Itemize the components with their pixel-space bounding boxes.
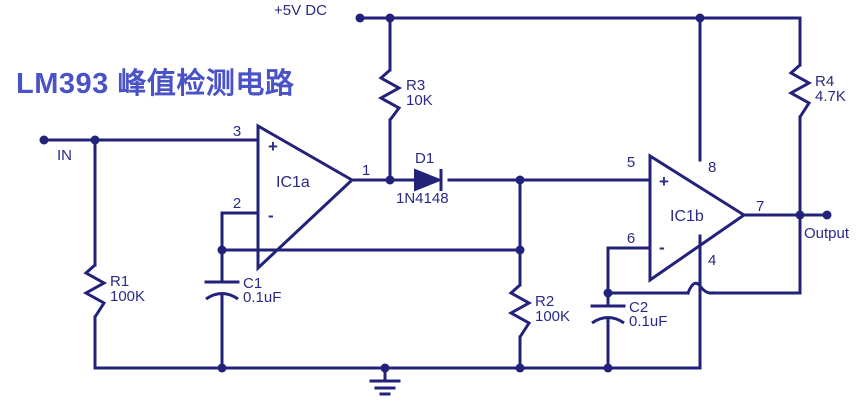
terminal-labels: +5V DC IN Output xyxy=(57,2,850,242)
capacitor-c1-ref: C1 xyxy=(243,275,262,292)
resistor-r2: R2 100K xyxy=(507,283,570,338)
node-rail-r3 xyxy=(385,13,395,23)
capacitor-c2-ref: C2 xyxy=(629,299,648,316)
resistor-r4-ref: R4 xyxy=(815,73,834,90)
ic1a-pin-3-number: 3 xyxy=(233,123,241,140)
ic1b-pin-5-number: 5 xyxy=(627,154,635,171)
output-label: Output xyxy=(804,225,850,242)
ground-symbol xyxy=(369,366,401,396)
capacitor-c2: C2 0.1uF xyxy=(590,299,667,330)
node-rail-pin8 xyxy=(695,13,705,23)
resistor-r2-value: 100K xyxy=(535,308,570,325)
resistor-r3-ref: R3 xyxy=(406,77,425,94)
node-gnd-r2 xyxy=(515,363,525,373)
ic1a-noninverting-sign: + xyxy=(268,137,278,156)
diode-d1-ref: D1 xyxy=(415,150,434,167)
ic1b-inverting-sign: - xyxy=(659,238,665,257)
resistor-r2-ref: R2 xyxy=(535,293,554,310)
node-gnd-c1 xyxy=(217,363,227,373)
page-title: LM393 峰值检测电路 xyxy=(16,68,295,100)
ic1b-pin-8-number: 8 xyxy=(708,159,716,176)
ic1b-pin-4-number: 4 xyxy=(708,252,716,269)
node-feedback-r2 xyxy=(515,245,525,255)
wire-pin6-to-c2node xyxy=(606,246,652,295)
opamp-ic1b: 5 + 6 - 7 8 4 IC1b xyxy=(627,153,764,283)
node-opamp1-output xyxy=(385,175,395,185)
capacitor-c2-value: 0.1uF xyxy=(629,313,667,330)
input-label: IN xyxy=(57,147,72,164)
node-c2-top xyxy=(603,288,613,298)
node-output-junction xyxy=(795,210,805,220)
node-peak-hold xyxy=(515,175,525,185)
node-in-junction xyxy=(90,135,100,145)
ic1a-pin-2-number: 2 xyxy=(233,195,241,212)
wire-network xyxy=(42,16,829,370)
ic1b-reference: IC1b xyxy=(670,208,704,225)
ic1b-pin-7-number: 7 xyxy=(756,198,764,215)
resistor-r1-value: 100K xyxy=(110,288,145,305)
diode-d1-value: 1N4148 xyxy=(396,190,449,207)
ic1a-pin-1-number: 1 xyxy=(362,162,370,179)
capacitor-c1-value: 0.1uF xyxy=(243,289,281,306)
ic1b-noninverting-sign: + xyxy=(659,172,669,191)
resistor-r4: R4 4.7K xyxy=(787,63,846,118)
ic1a-inverting-sign: - xyxy=(268,206,274,225)
capacitor-c1: C1 0.1uF xyxy=(204,275,281,306)
resistor-r1: R1 100K xyxy=(82,263,145,318)
supply-label: +5V DC xyxy=(274,2,327,19)
wire-pin2-to-c1node xyxy=(220,211,260,252)
opamp-ic1a: 3 + 2 - 1 IC1a xyxy=(233,123,370,272)
resistor-r4-value: 4.7K xyxy=(815,88,846,105)
resistor-r3: R3 10K xyxy=(377,68,433,121)
node-gnd-c2 xyxy=(603,363,613,373)
ic1b-pin-6-number: 6 xyxy=(627,230,635,247)
node-c1-top xyxy=(217,245,227,255)
node-in-terminal xyxy=(39,135,49,145)
resistor-r3-value: 10K xyxy=(406,92,433,109)
diode-d1: D1 1N4148 xyxy=(396,150,449,207)
resistor-r1-ref: R1 xyxy=(110,273,129,290)
node-supply-terminal xyxy=(355,13,365,23)
ic1a-reference: IC1a xyxy=(276,174,310,191)
junction-dots xyxy=(39,13,832,373)
node-output-terminal xyxy=(822,210,832,220)
